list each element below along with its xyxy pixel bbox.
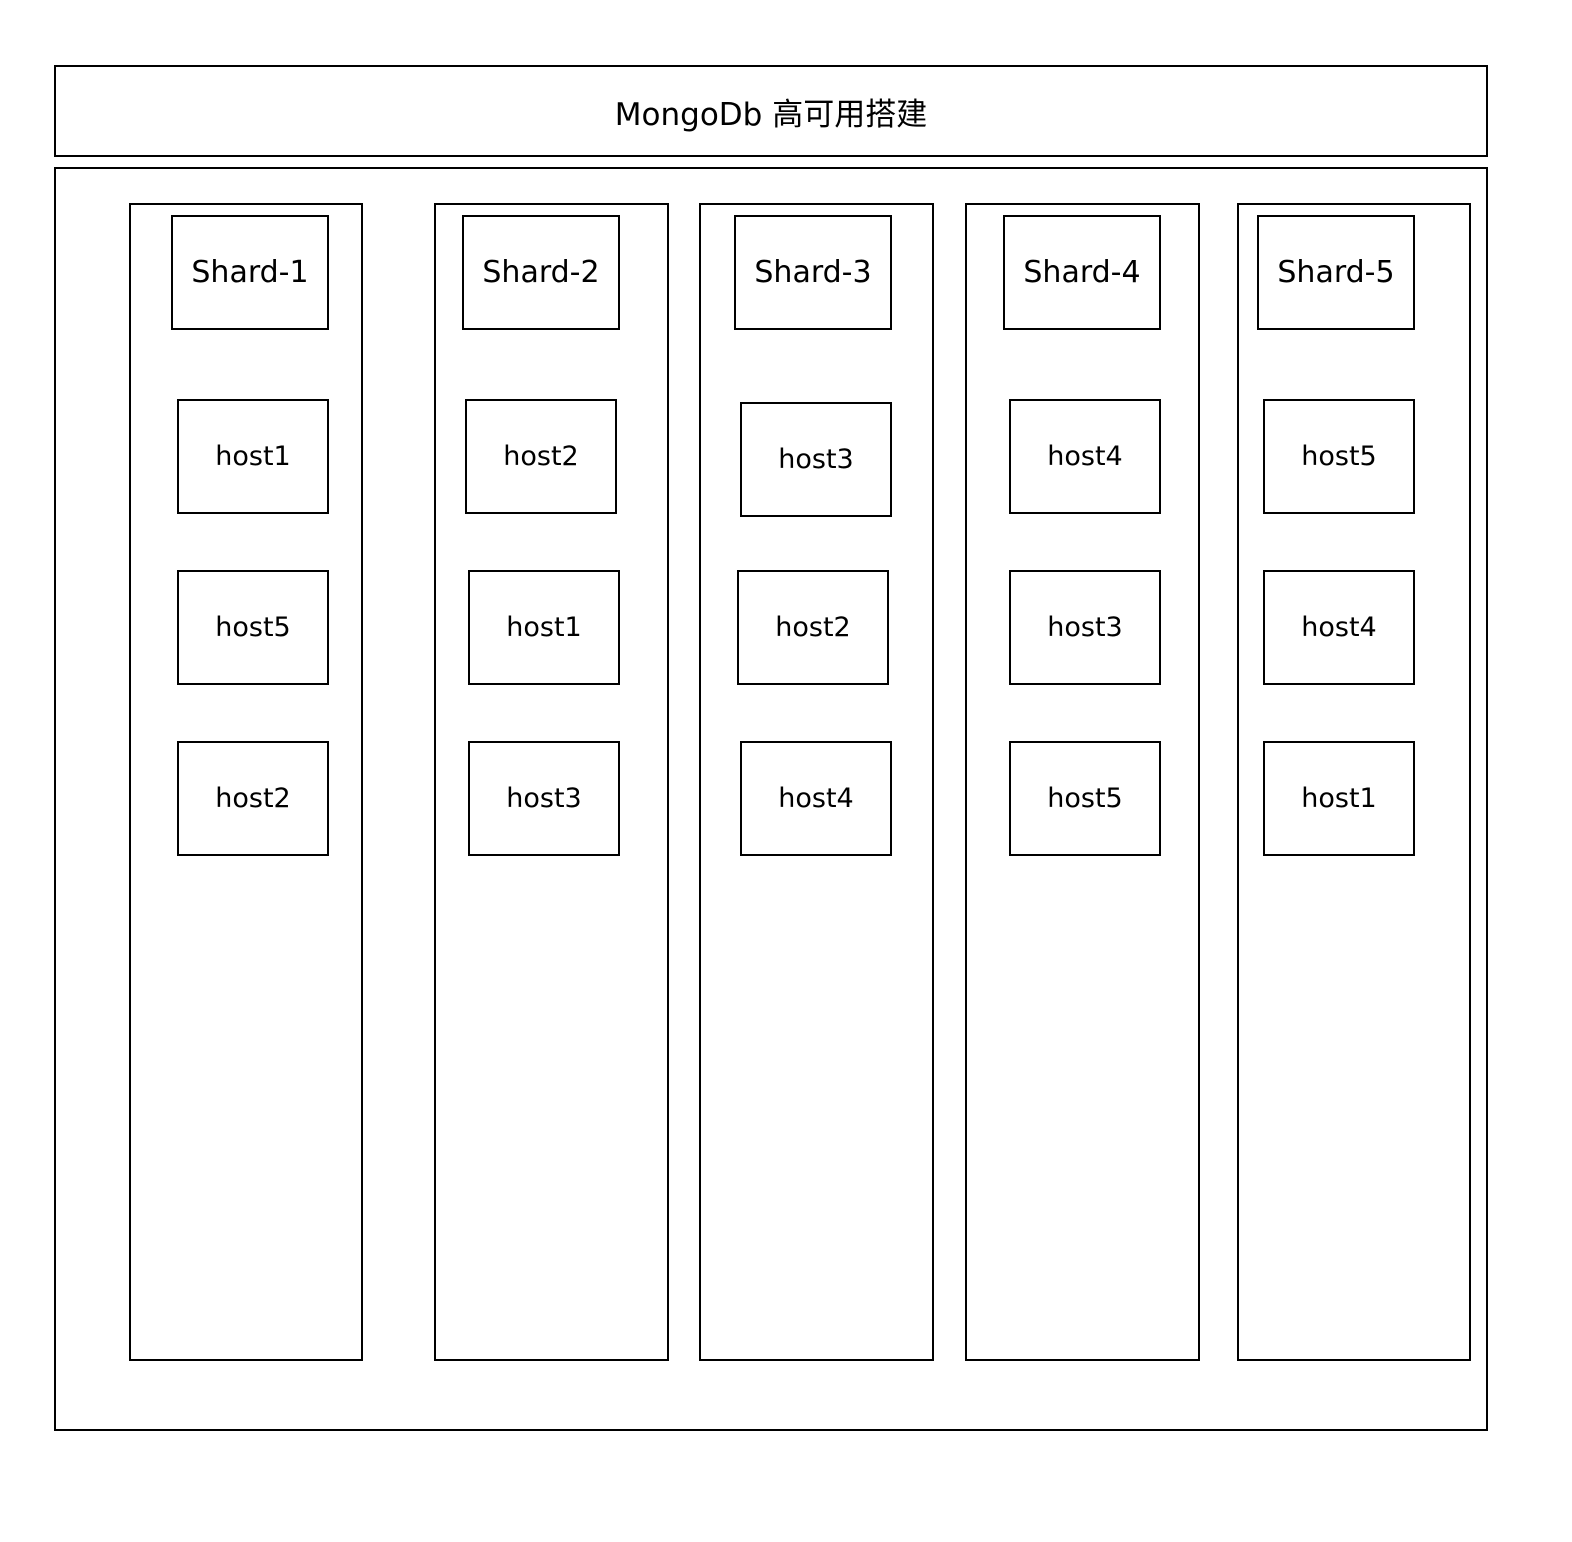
host-name: host1 xyxy=(506,612,582,643)
host-name: host3 xyxy=(506,783,582,814)
diagram-title: MongoDb 高可用搭建 xyxy=(614,96,928,133)
host-box: host1 xyxy=(468,570,620,685)
host-box: host1 xyxy=(177,399,329,514)
host-box: host5 xyxy=(1263,399,1415,514)
host-name: host5 xyxy=(1301,441,1377,472)
host-box: host5 xyxy=(177,570,329,685)
host-box: host5 xyxy=(1009,741,1161,856)
shard-name: Shard-4 xyxy=(1023,255,1141,290)
host-name: host3 xyxy=(1047,612,1123,643)
host-box: host3 xyxy=(740,402,892,517)
host-name: host1 xyxy=(1301,783,1377,814)
host-box: host1 xyxy=(1263,741,1415,856)
shard-label-box-2: Shard-2 xyxy=(462,215,620,330)
host-name: host4 xyxy=(778,783,854,814)
host-name: host5 xyxy=(1047,783,1123,814)
shard-name: Shard-1 xyxy=(191,255,309,290)
shard-label-box-4: Shard-4 xyxy=(1003,215,1161,330)
shard-label-box-5: Shard-5 xyxy=(1257,215,1415,330)
host-box: host2 xyxy=(465,399,617,514)
host-name: host2 xyxy=(215,783,291,814)
host-name: host4 xyxy=(1047,441,1123,472)
diagram-title-box: MongoDb 高可用搭建 xyxy=(54,65,1488,157)
host-box: host4 xyxy=(740,741,892,856)
shard-label-box-1: Shard-1 xyxy=(171,215,329,330)
host-box: host3 xyxy=(468,741,620,856)
shard-name: Shard-5 xyxy=(1277,255,1395,290)
shard-name: Shard-3 xyxy=(754,255,872,290)
host-box: host4 xyxy=(1009,399,1161,514)
host-name: host3 xyxy=(778,444,854,475)
host-box: host3 xyxy=(1009,570,1161,685)
shard-label-box-3: Shard-3 xyxy=(734,215,892,330)
host-box: host2 xyxy=(737,570,889,685)
host-name: host1 xyxy=(215,441,291,472)
host-name: host2 xyxy=(503,441,579,472)
host-name: host4 xyxy=(1301,612,1377,643)
host-name: host5 xyxy=(215,612,291,643)
shard-name: Shard-2 xyxy=(482,255,600,290)
host-box: host2 xyxy=(177,741,329,856)
host-box: host4 xyxy=(1263,570,1415,685)
host-name: host2 xyxy=(775,612,851,643)
